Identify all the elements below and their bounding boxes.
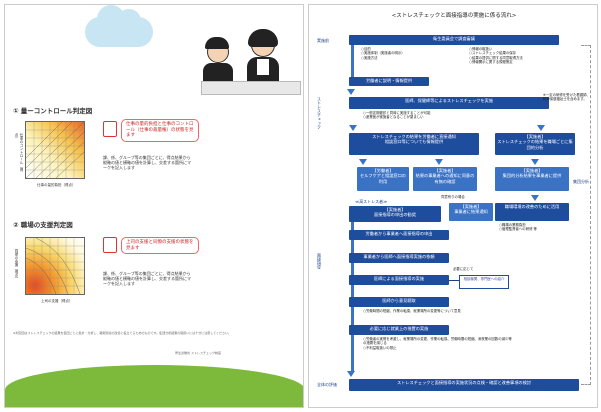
box-worker-request: 労働者から事業者へ面接指導の申出 bbox=[349, 230, 449, 240]
left-page: ① 量ーコントロール判定図 仕事のコントロール（得点） 仕事の量的負担（得点） … bbox=[4, 4, 304, 408]
box-recommend-interview: 【実施者】 面接指導の申出の勧奨 bbox=[349, 206, 441, 222]
section1-x-axis-label: 仕事の量的負担（得点） bbox=[37, 183, 76, 187]
item: ○実施方法 bbox=[361, 55, 378, 60]
box-stress-check: 医師、保健師等によるストレスチェックを実施 bbox=[349, 97, 549, 109]
box-committee-items-a: ○目的 ○実施体制（実施者の明示） ○実施方法 bbox=[361, 47, 471, 60]
flow-arrow bbox=[531, 159, 539, 165]
box-doctor-opinion: 医師から意見聴取 bbox=[349, 297, 449, 307]
box-employment-measures-note: ○労働者の実情を考慮し、就業場所の変更、作業の転換、労働時間の短縮、深夜業の回数… bbox=[363, 337, 512, 350]
feedback-loop bbox=[581, 45, 591, 385]
as-needed-label: 必要に応じて bbox=[453, 267, 474, 271]
flow-arrow bbox=[349, 125, 357, 131]
box-workplace-improvement-note: ○職場の業務負担 ○管理監督者への研修 等 bbox=[499, 223, 537, 232]
box-doctor-opinion-note: ○労働時間の短縮、作業の転換、就業場所の変更等について意見 bbox=[363, 309, 461, 313]
footnote: ※判定図はストレスチェックの結果を集団ごとに集計・分析し、職場環境の改善に役立て… bbox=[13, 331, 232, 335]
section2-description: 課、係、グループ等の集団ごとに、得点結果から縦軸の値と横軸の値を計算し、交差する… bbox=[103, 271, 191, 287]
section2-title: ② 職場の支援判定図 bbox=[13, 221, 73, 229]
box-workplace-improvement: 職場環境の改善のために活用 bbox=[495, 203, 569, 221]
flow-arrow bbox=[435, 159, 443, 165]
consent-label: 同意有りの場合 bbox=[441, 195, 465, 199]
section1-description: 課、係、グループ等の集団ごとに、得点結果から縦軸の値と横軸の値を計算し、交差する… bbox=[103, 155, 191, 171]
quantity-control-chart bbox=[25, 121, 85, 179]
section1-title: ① 量ーコントロール判定図 bbox=[13, 107, 93, 115]
credit: 厚生労働省 ストレスチェック制度 bbox=[175, 351, 221, 355]
section2-note: 上司の支援と同僚の支援の状態を見ます bbox=[121, 237, 199, 255]
box-committee-items-b: ○情報の取扱い ○ストレスチェック結果の保存 ○結果の提供に関する同意取得方法 … bbox=[469, 47, 569, 65]
phase-stress-check: ストレスチェック bbox=[317, 97, 322, 157]
item: ○実施体制（実施者の明示） bbox=[361, 51, 405, 56]
item: ○結果の提供に関する同意取得方法 bbox=[469, 55, 523, 60]
item: ○情報の取扱い bbox=[469, 47, 493, 51]
box-employer-request: 事業者から医師へ面接指導実施の依頼 bbox=[349, 253, 449, 263]
item: ○情報開示に関する規程策定 bbox=[469, 60, 513, 65]
phase-evaluation: 全体の評価 bbox=[317, 382, 337, 387]
flow-arrow bbox=[359, 159, 367, 165]
people-illustration bbox=[201, 23, 301, 103]
item: ○ストレスチェック結果の保存 bbox=[469, 51, 517, 56]
document-icon bbox=[103, 121, 117, 137]
flowchart-title: <ストレスチェックと面接指導の実施に係る流れ> bbox=[391, 13, 517, 19]
chart-grid bbox=[26, 122, 84, 178]
section1-note: 仕事の量的負担と仕事のコントロール（仕事の裁量権）の状態を見ます bbox=[121, 119, 199, 142]
high-stress-label: ≪高ストレス者≫ bbox=[355, 199, 388, 204]
grass-illustration bbox=[5, 365, 303, 407]
connector bbox=[449, 280, 459, 281]
phase-before: 実施前 bbox=[317, 38, 329, 43]
cloud-illustration bbox=[85, 5, 153, 47]
box-overall-review: ストレスチェックと面接指導の実施状況の点検・確認と改善事項の検討 bbox=[349, 379, 579, 391]
box-consent-check: 【実施者】 結果の事業者への通知に同意の有無の確認 bbox=[413, 167, 477, 191]
flow-arrow bbox=[347, 89, 355, 95]
right-page: <ストレスチェックと面接指導の実施に係る流れ> 実施前 ストレスチェック 面接指… bbox=[308, 4, 598, 408]
phase-group-analysis: 集団分析 bbox=[573, 179, 589, 184]
box-stress-check-side-note: ※一定の研修を受けた看護師、精神保健福祉士を含めます。 bbox=[543, 93, 590, 102]
box-stress-check-note: ○一般定期健診と同時に実施することが可能 ○産業医が実施者となることが望ましい bbox=[363, 111, 431, 120]
box-committee: 衛生委員会で調査審議 bbox=[349, 35, 559, 45]
box-self-care: 【労働者】 セルフケアと相談窓口の利用 bbox=[357, 167, 409, 191]
section2-y-axis-label: 同僚の支援（得点） bbox=[15, 249, 19, 281]
workplace-support-chart bbox=[25, 237, 85, 295]
document-icon bbox=[103, 237, 117, 253]
flow-arrow bbox=[537, 125, 545, 131]
flow-arrow bbox=[531, 195, 539, 201]
box-notify-employer: 【実施者】 事業者に結果通知 bbox=[449, 203, 493, 221]
flow-arrow bbox=[347, 371, 355, 377]
chart-grid bbox=[26, 238, 84, 294]
box-explain: 労働者に説明・情報提供 bbox=[349, 77, 429, 86]
box-provide-analysis: 【実施者】 集団的分析結果を事業者に提供 bbox=[495, 167, 569, 191]
box-group-analysis: 【実施者】 ストレスチェックの結果を職場ごとに集団的分析 bbox=[495, 133, 575, 155]
flow-line bbox=[351, 45, 354, 79]
section1-y-axis-label: 仕事のコントロール（得点） bbox=[15, 133, 24, 172]
box-employment-measures: 必要に応じ就業上の措置の実施 bbox=[349, 325, 449, 335]
item: ○目的 bbox=[361, 47, 371, 51]
section2-x-axis-label: 上司の支援（得点） bbox=[41, 299, 73, 303]
box-notify-worker: ストレスチェックの結果を労働者に直接通知 相談窓口等についても情報提供 bbox=[349, 133, 479, 155]
box-referral: 相談機関、専門医への紹介 bbox=[459, 275, 509, 289]
phase-interview: 面接指導 bbox=[317, 253, 322, 313]
box-doctor-interview: 医師による面接指導の実施 bbox=[349, 275, 449, 285]
